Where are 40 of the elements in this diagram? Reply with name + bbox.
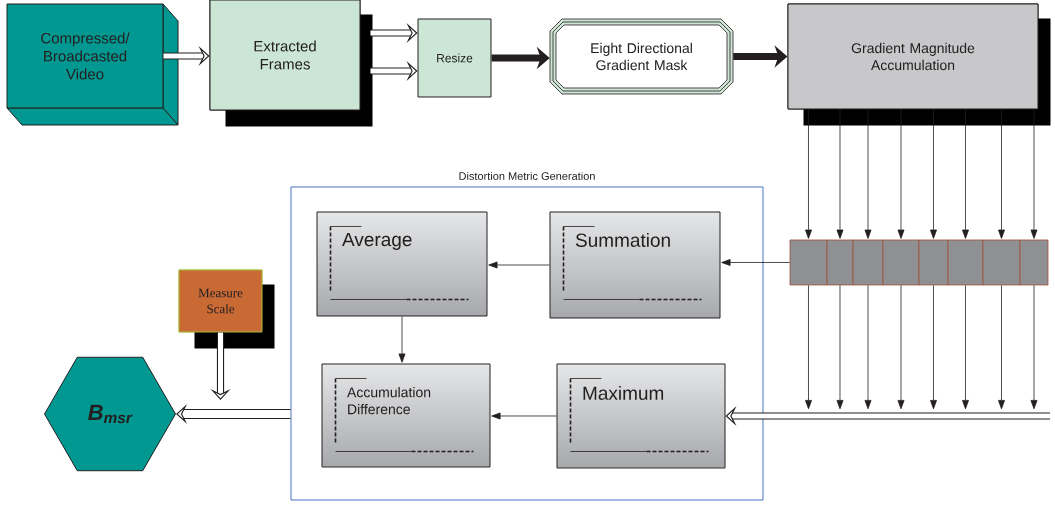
process-box: Average xyxy=(316,211,488,317)
process-box: Resize xyxy=(417,18,492,98)
arrow xyxy=(1030,285,1038,410)
buffer-cell xyxy=(918,239,949,286)
buffer-cell xyxy=(826,239,854,286)
arrow xyxy=(864,285,872,410)
node-label: Distortion Metric Generation xyxy=(459,171,595,180)
arrow xyxy=(836,109,844,239)
buffer-cell xyxy=(882,239,920,286)
arrow xyxy=(805,285,812,410)
buffer-cell xyxy=(982,239,1021,286)
arrow xyxy=(930,109,937,239)
arrow xyxy=(897,285,905,410)
process-box: Summation xyxy=(549,211,721,319)
mask-box: Eight Directional Gradient Mask xyxy=(549,18,734,95)
arrow xyxy=(962,285,969,410)
buffer-cell xyxy=(947,239,984,286)
arrow xyxy=(998,285,1005,410)
arrow xyxy=(491,412,557,420)
arrow xyxy=(1030,109,1038,239)
arrow xyxy=(488,261,550,269)
buffer-cell xyxy=(1019,239,1049,286)
arrow xyxy=(962,109,969,239)
output-hexagon: B$_{msr}$ xyxy=(44,356,176,472)
buffer-cell xyxy=(852,239,884,286)
process-box: Maximum xyxy=(556,363,726,469)
process-box: Accumulation Difference xyxy=(321,363,491,468)
process-box: Gradient Magnitude Accumulation xyxy=(787,3,1051,126)
arrow xyxy=(864,109,872,239)
arrow xyxy=(398,316,406,363)
arrow xyxy=(930,285,937,410)
process-box: Extracted Frames xyxy=(209,0,373,127)
arrow xyxy=(805,109,812,239)
arrow xyxy=(721,259,790,266)
arrow xyxy=(897,109,905,239)
scale-box: Measure Scale xyxy=(178,269,275,349)
arrow xyxy=(836,285,844,410)
cube-box: Compressed/ Broadcasted Video xyxy=(6,3,179,126)
arrow xyxy=(998,109,1005,239)
buffer-cell xyxy=(789,239,828,286)
